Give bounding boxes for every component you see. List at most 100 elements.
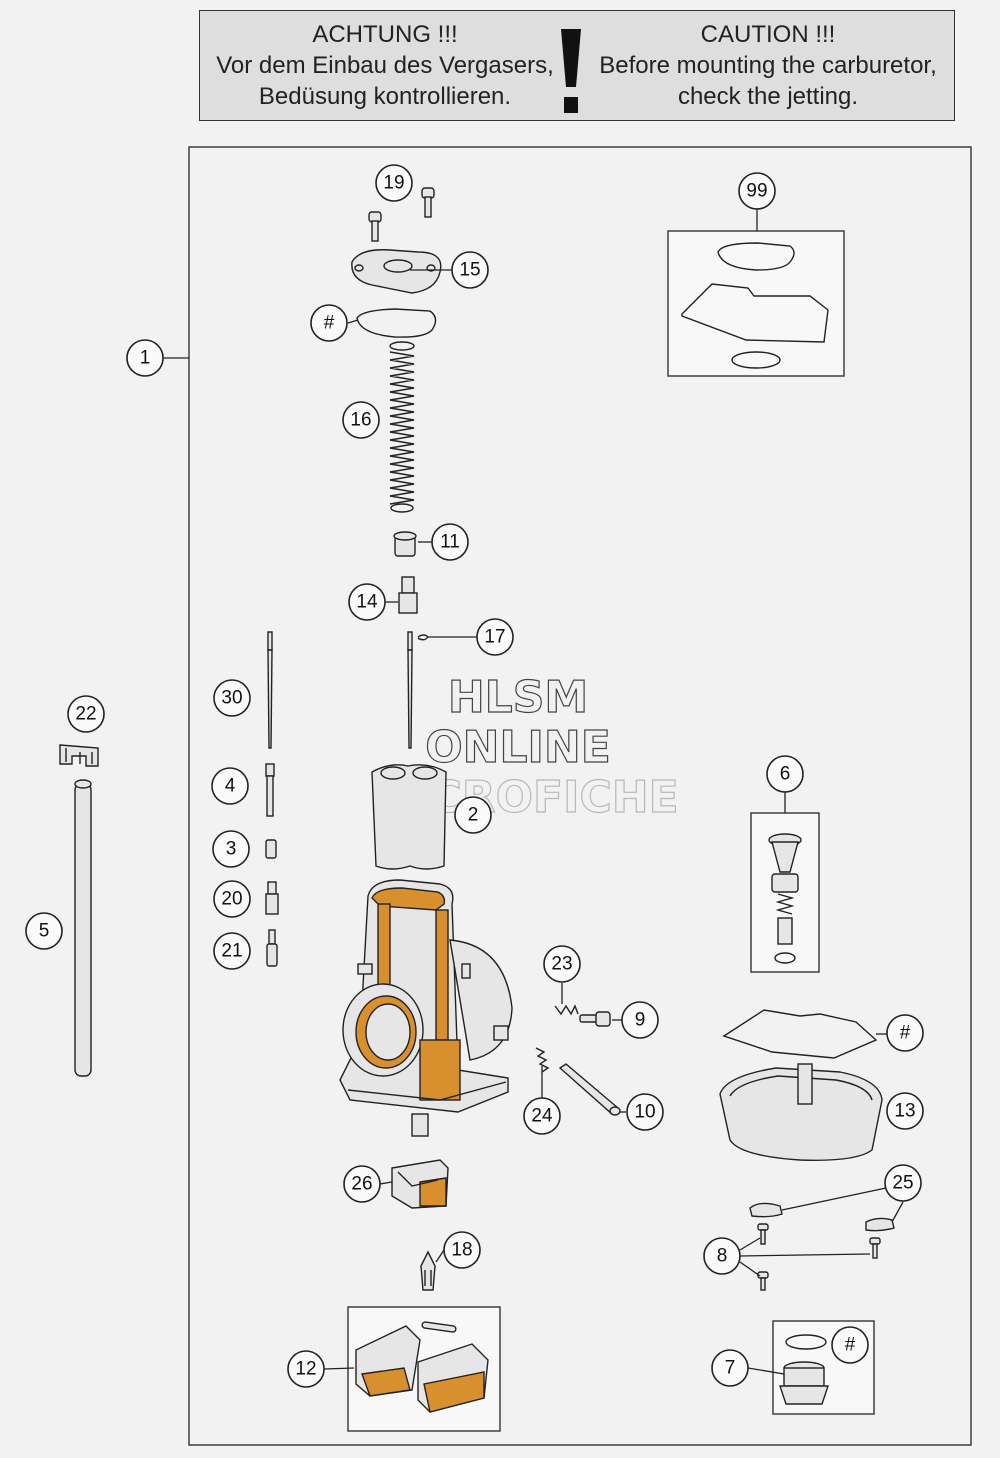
- callout-99: 99: [738, 172, 776, 210]
- spacer-part-14: [398, 576, 418, 614]
- callout-12: 12: [287, 1350, 325, 1388]
- svg-text:3: 3: [226, 839, 237, 860]
- float-bowl-part-13: [719, 1063, 883, 1161]
- hose-part-5: [74, 779, 92, 1077]
- callout-25: 25: [884, 1164, 922, 1202]
- watermark-line-1: HLSM: [448, 672, 588, 723]
- svg-text:14: 14: [356, 592, 378, 613]
- bowl-gasket: [722, 1009, 878, 1059]
- spring-part-24: [535, 1047, 550, 1073]
- jet-part-3: [265, 839, 277, 859]
- warning-english-line-2: check the jetting.: [677, 83, 859, 110]
- warning-german-title: ACHTUNG !!!: [312, 21, 458, 48]
- callout-hash-bowl: #: [886, 1014, 924, 1052]
- warning-german-line-1: Vor dem Einbau des Vergasers,: [216, 52, 554, 79]
- callout-hash-drain: #: [831, 1326, 869, 1364]
- svg-text:25: 25: [892, 1173, 913, 1194]
- callout-6: 6: [766, 755, 804, 793]
- jet-needle: [407, 631, 413, 749]
- svg-text:19: 19: [383, 173, 404, 194]
- svg-text:22: 22: [75, 704, 96, 725]
- callout-9: 9: [621, 1001, 659, 1039]
- callout-15: 15: [451, 251, 489, 289]
- warning-english-line-1: Before mounting the carburetor,: [599, 52, 937, 79]
- callout-16: 16: [342, 401, 380, 439]
- jet-part-20: [265, 881, 279, 915]
- callout-11: 11: [431, 523, 469, 561]
- svg-text:6: 6: [780, 764, 791, 785]
- callout-24: 24: [523, 1097, 561, 1135]
- top-cover-part-15: [351, 249, 442, 294]
- callout-26: 26: [343, 1165, 381, 1203]
- svg-text:20: 20: [221, 889, 242, 910]
- clip-part-17: [417, 634, 429, 641]
- clamp-part-22: [59, 744, 99, 767]
- idle-screw-part-9: [579, 1011, 611, 1027]
- spring-part-16: [389, 341, 415, 513]
- svg-text:30: 30: [221, 688, 242, 709]
- svg-text:26: 26: [351, 1174, 372, 1195]
- needle-jet-part-4: [265, 763, 275, 817]
- rod-part-10: [558, 1063, 621, 1116]
- callout-21: 21: [213, 932, 251, 970]
- svg-text:11: 11: [440, 532, 460, 553]
- callout-30: 30: [213, 679, 251, 717]
- callout-19: 19: [375, 164, 413, 202]
- choke-part-6: [768, 833, 802, 964]
- svg-text:5: 5: [39, 921, 50, 942]
- callout-20: 20: [213, 880, 251, 918]
- callout-22: 22: [67, 695, 105, 733]
- spring-part-23: [554, 983, 579, 1016]
- svg-text:#: #: [900, 1023, 911, 1044]
- svg-text:13: 13: [894, 1101, 915, 1122]
- callout-14: 14: [348, 583, 386, 621]
- float-part-26: [391, 1159, 449, 1209]
- svg-text:1: 1: [140, 348, 151, 369]
- exclamation-icon: [561, 29, 581, 113]
- floats-part-12: [355, 1321, 489, 1413]
- svg-text:2: 2: [468, 805, 479, 826]
- warning-english-title: CAUTION !!!: [700, 21, 836, 48]
- needle-holder-part-11: [393, 531, 417, 557]
- svg-text:4: 4: [225, 776, 236, 797]
- top-gasket: [356, 308, 437, 338]
- gaskets-part-99: [681, 242, 829, 369]
- needle-part-30: [267, 631, 273, 749]
- svg-text:16: 16: [350, 410, 371, 431]
- callout-hash-top: #: [310, 304, 348, 342]
- callout-13: 13: [886, 1092, 924, 1130]
- svg-text:23: 23: [551, 954, 572, 975]
- svg-text:10: 10: [634, 1102, 655, 1123]
- carburetor-body: [339, 879, 513, 1137]
- svg-text:21: 21: [221, 941, 242, 962]
- brackets-part-25: [749, 1202, 895, 1232]
- svg-text:9: 9: [635, 1010, 646, 1031]
- callout-2: 2: [454, 796, 492, 834]
- float-needle-part-18: [420, 1250, 436, 1291]
- warning-english: CAUTION !!! Before mounting the carburet…: [588, 19, 948, 112]
- svg-text:99: 99: [746, 181, 767, 202]
- callout-5: 5: [25, 912, 63, 950]
- callout-10: 10: [626, 1093, 664, 1131]
- drain-plug-part-7: [779, 1334, 829, 1405]
- screws-part-19: [368, 187, 435, 242]
- watermark-line-2: ONLINE: [425, 722, 611, 773]
- warning-german: ACHTUNG !!! Vor dem Einbau des Vergasers…: [200, 19, 570, 112]
- gasket-kit-box-99: [667, 230, 845, 377]
- svg-text:17: 17: [484, 627, 505, 648]
- svg-text:24: 24: [531, 1106, 553, 1127]
- jet-part-21: [266, 929, 278, 967]
- callout-1: 1: [126, 339, 164, 377]
- assembly-frame: [188, 146, 972, 1446]
- warning-banner: ACHTUNG !!! Vor dem Einbau des Vergasers…: [199, 10, 955, 121]
- svg-text:18: 18: [451, 1240, 472, 1261]
- callout-4: 4: [211, 767, 249, 805]
- warning-german-line-2: Bedüsung kontrollieren.: [258, 83, 512, 110]
- callout-18: 18: [443, 1231, 481, 1269]
- svg-text:8: 8: [717, 1246, 728, 1267]
- svg-text:7: 7: [725, 1358, 736, 1379]
- callout-8: 8: [703, 1237, 741, 1275]
- callout-3: 3: [212, 830, 250, 868]
- svg-text:15: 15: [459, 260, 480, 281]
